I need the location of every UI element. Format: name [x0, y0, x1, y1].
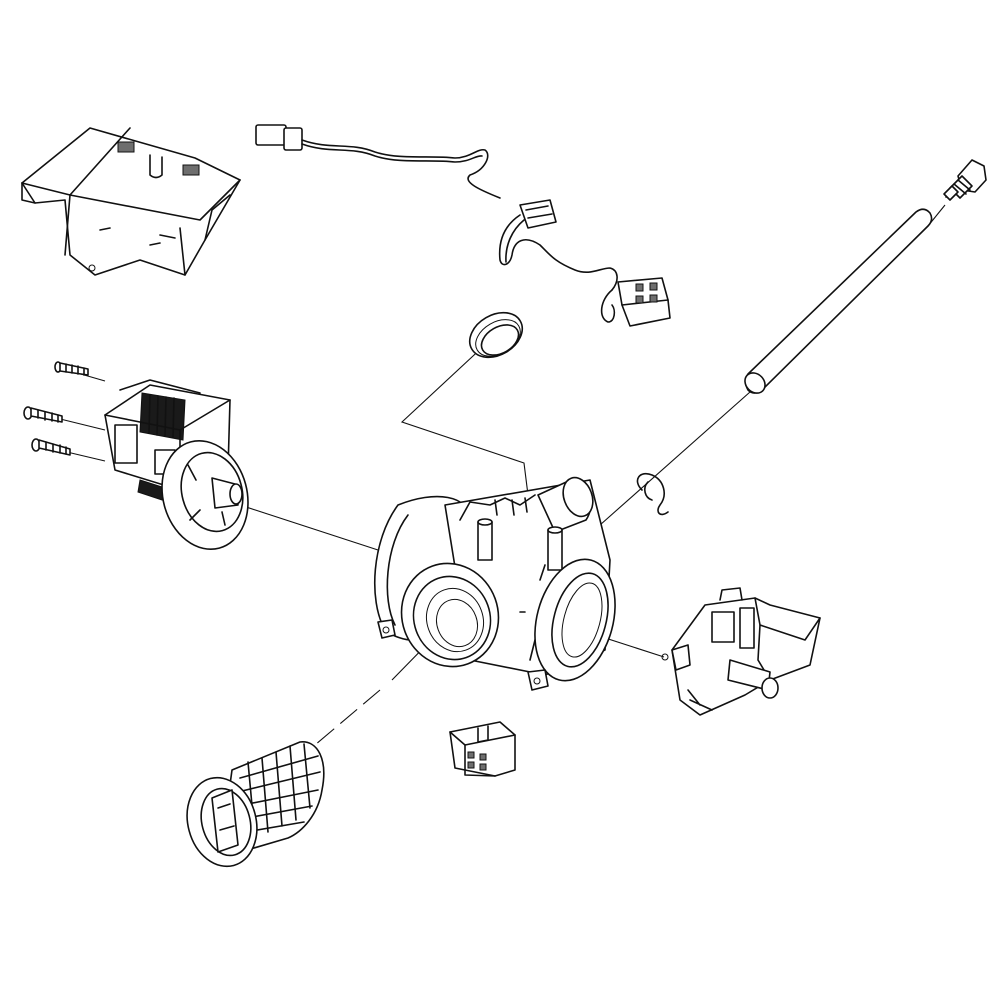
- screw-3-icon: [31, 438, 71, 456]
- screw-2-icon: [23, 406, 63, 423]
- screw-icon: [23, 361, 89, 456]
- hose-icon: [744, 159, 987, 394]
- screw-1-icon: [54, 361, 89, 376]
- clamp-icon: [636, 472, 669, 516]
- pump-motor-icon: [104, 379, 249, 551]
- filter-icon: [186, 741, 325, 868]
- actuator-icon: [661, 587, 821, 716]
- cover-bracket-icon: [21, 127, 241, 276]
- seal-ring-icon: [468, 311, 524, 359]
- connector-block-icon: [449, 721, 516, 777]
- wire-harness-icon: [255, 124, 671, 327]
- pump-housing-icon: [373, 476, 616, 691]
